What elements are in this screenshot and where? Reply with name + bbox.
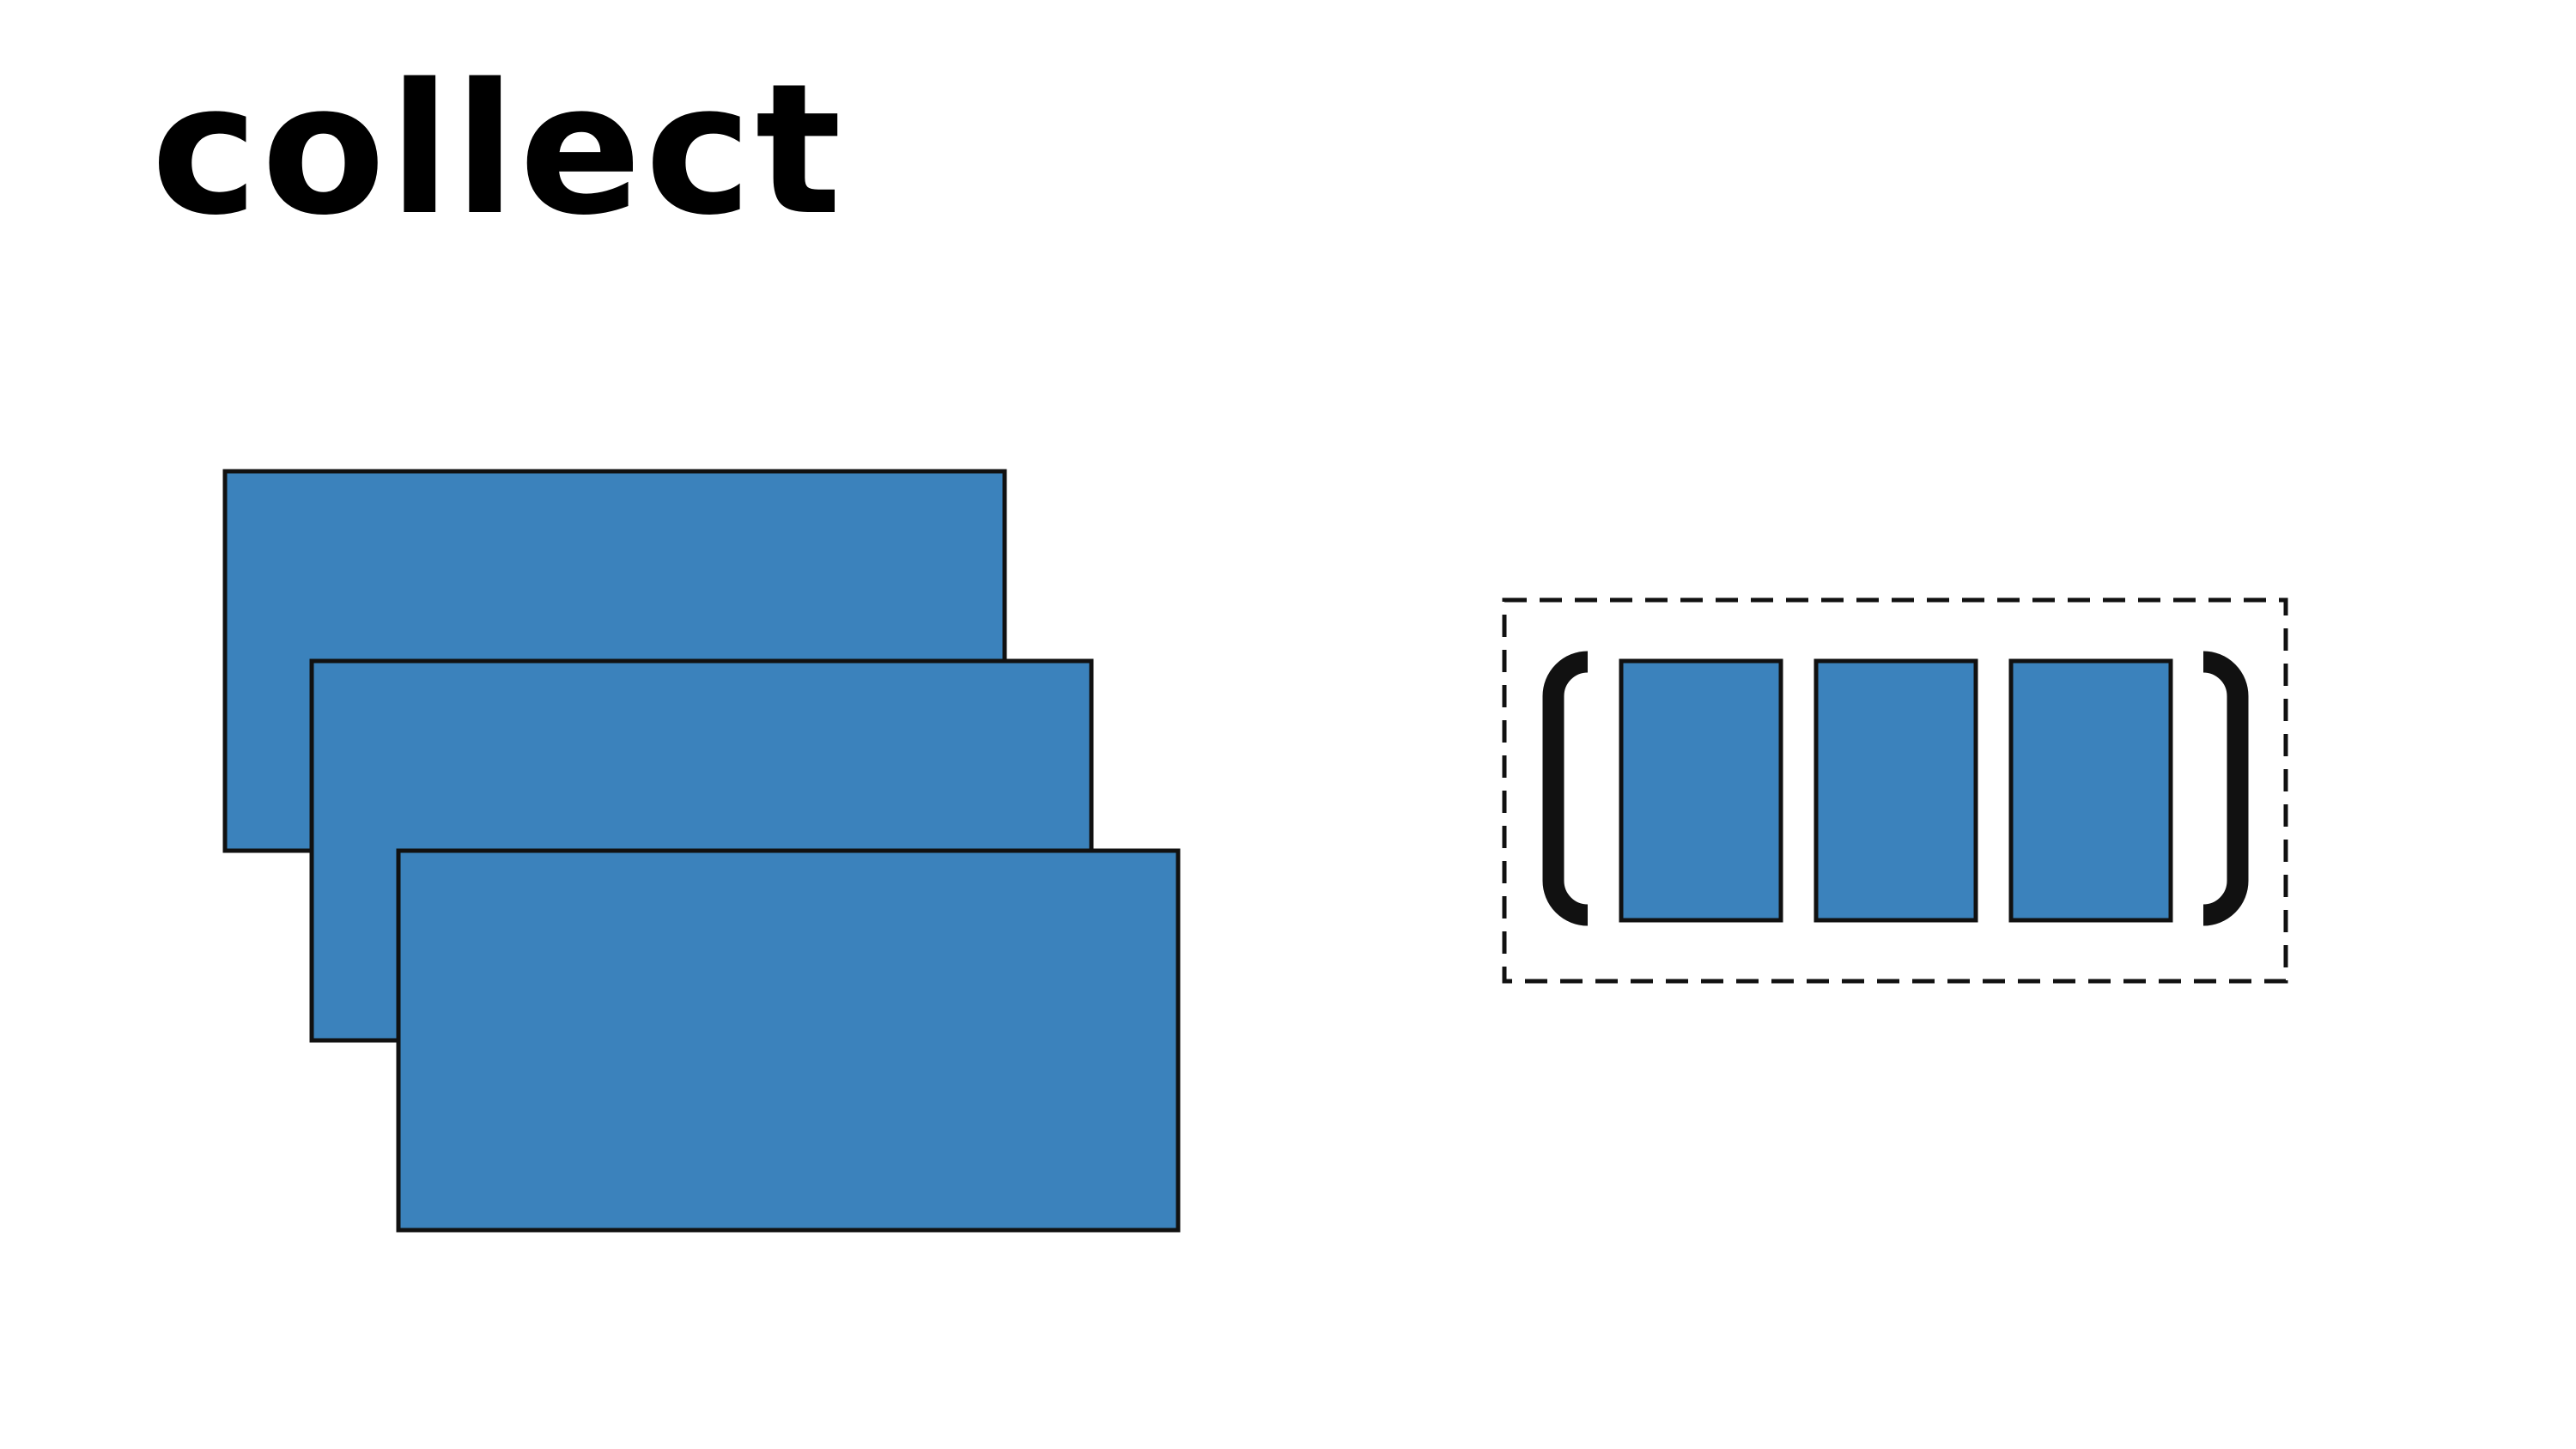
input-card-3: [396, 848, 1181, 1233]
output-item-2: [1814, 658, 1978, 923]
output-item-1: [1619, 658, 1783, 923]
slide-title: collect: [151, 45, 846, 255]
input-card-stack: [222, 469, 1181, 1233]
right-parenthesis: [2202, 651, 2249, 926]
output-collection: [1502, 597, 2288, 984]
output-item-3: [2008, 658, 2173, 923]
left-parenthesis: [1542, 651, 1589, 926]
dashed-container: [1502, 597, 2288, 984]
